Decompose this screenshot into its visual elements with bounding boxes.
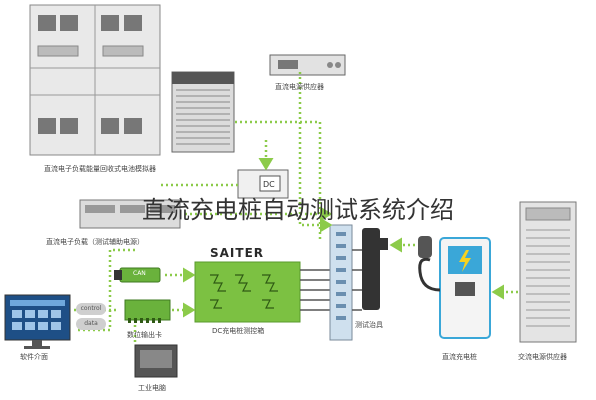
ac-source-cabinet — [519, 201, 577, 343]
digital-out-label: 数位输出卡 — [127, 331, 162, 339]
controller-board — [194, 261, 330, 323]
fixture-label: 测试治具 — [355, 321, 383, 329]
industrial-pc — [134, 344, 178, 378]
connection-arrows — [74, 72, 518, 343]
regen-load-rack — [171, 71, 235, 153]
control-pill: control — [76, 303, 106, 315]
dc-load-label: 直流电子负载（测试辅助电源） — [46, 238, 144, 246]
svg-text:DC: DC — [263, 180, 275, 189]
page-title: 直流充电桩自动测试系统介绍 — [142, 196, 454, 224]
controller-label: DC充电桩测控箱 — [212, 327, 265, 335]
ac-source-label: 交流电源供应器 — [518, 353, 567, 361]
monitor-device — [4, 294, 71, 349]
data-pill: data — [76, 318, 106, 330]
industrial-pc-label: 工业电脑 — [138, 384, 166, 392]
digital-output-card — [124, 299, 171, 323]
regen-load-cabinet — [29, 4, 161, 156]
test-fixture — [329, 224, 388, 341]
regen-load-label: 直流电子负载能量回收式电池模拟器 — [44, 165, 156, 173]
can-module — [114, 267, 161, 283]
dc-source-label: 直流电源供应器 — [275, 83, 324, 91]
brand-label: SAITER — [210, 246, 265, 260]
dc-load-device — [79, 199, 181, 229]
software-label: 软件介面 — [20, 353, 48, 361]
dc-charger — [418, 236, 491, 339]
dc-source-device — [269, 54, 346, 76]
charger-label: 直流充电桩 — [442, 353, 477, 361]
can-label: CAN — [133, 270, 146, 277]
